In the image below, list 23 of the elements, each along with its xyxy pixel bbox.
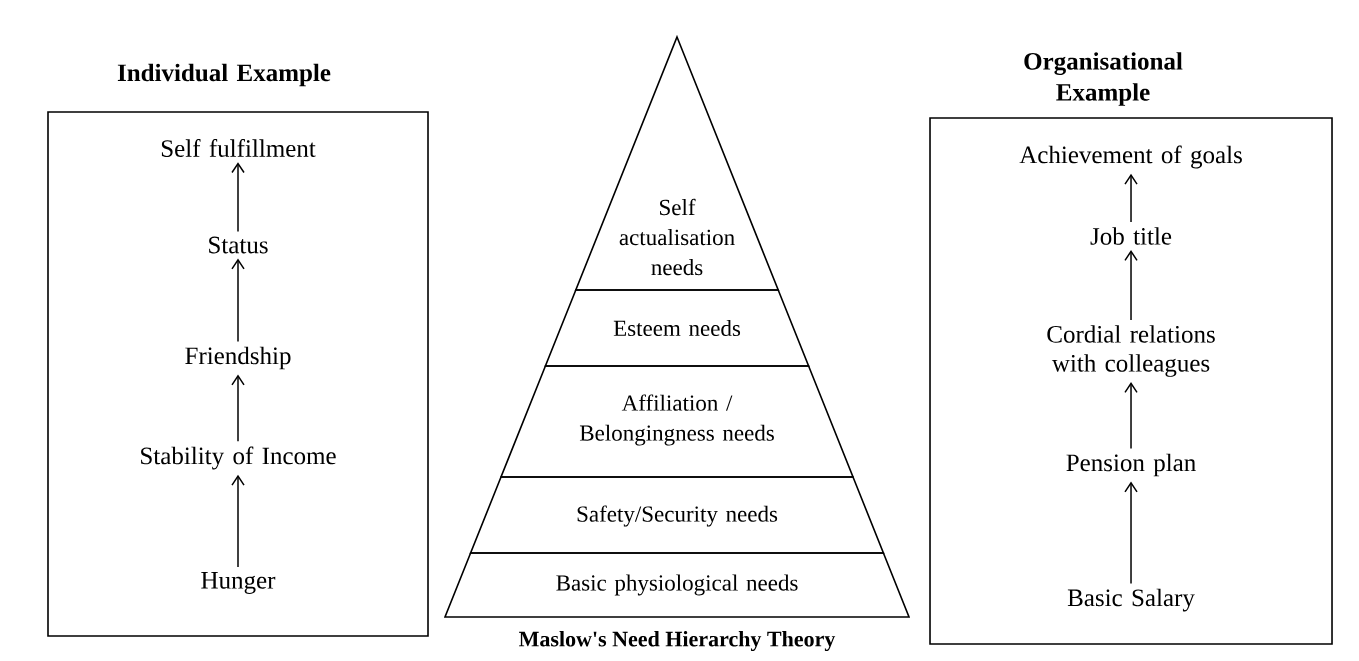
need-label: Self fulfillment xyxy=(161,139,316,157)
arrow xyxy=(1124,173,1138,223)
arrow xyxy=(231,162,245,233)
arrow xyxy=(231,474,245,568)
need-label: Cordial relations with colleagues xyxy=(1047,325,1215,377)
arrow xyxy=(1124,250,1138,321)
arrow xyxy=(1124,382,1138,450)
need-label: Hunger xyxy=(201,572,276,594)
need-label: Achievement of goals xyxy=(1019,145,1242,169)
arrow xyxy=(1124,481,1138,585)
pyramid-level: Safety/Security needs xyxy=(469,476,885,554)
node-label: Organisational Example xyxy=(1024,52,1183,106)
need-label: Friendship xyxy=(185,346,291,370)
arrow xyxy=(231,258,245,343)
node-label: Individual Example xyxy=(117,63,331,87)
arrow xyxy=(231,374,245,443)
need-label: Pension plan xyxy=(1066,453,1196,477)
pyramid-level: Esteem needs xyxy=(544,289,810,367)
need-label: Status xyxy=(209,236,268,254)
need-label: Job title xyxy=(1090,227,1172,245)
need-label: Basic Salary xyxy=(1067,588,1195,612)
need-label: Stability of Income xyxy=(141,446,336,470)
caption: Maslow's Need Hierarchy Theory xyxy=(519,631,836,651)
